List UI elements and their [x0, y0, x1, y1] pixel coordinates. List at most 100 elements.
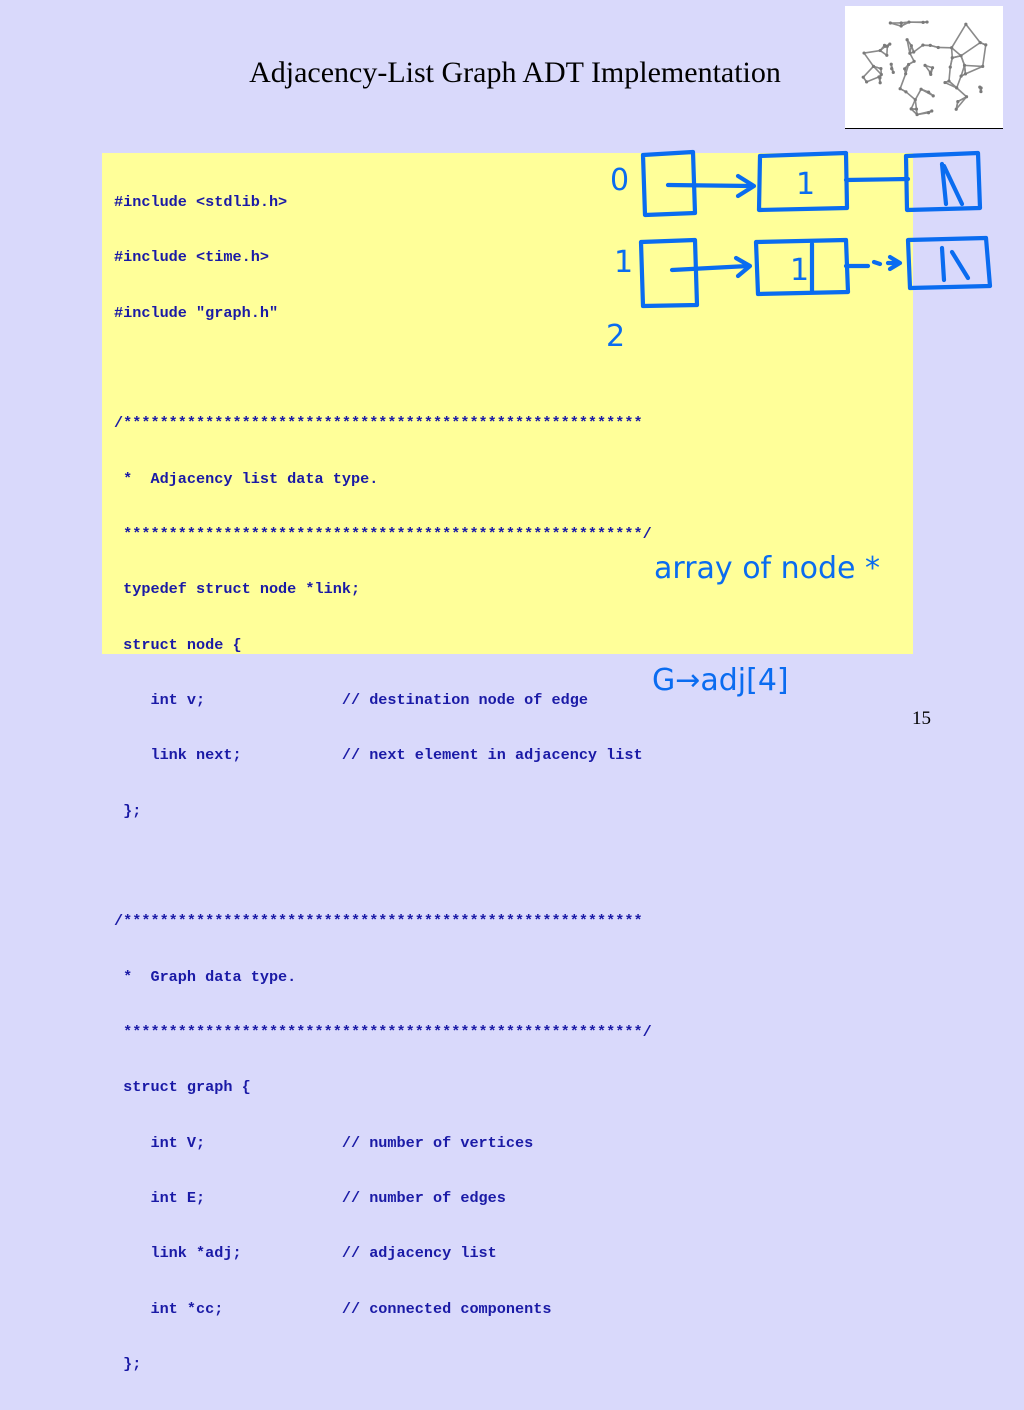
code-line	[114, 857, 652, 875]
logo-edge	[961, 43, 980, 56]
logo-node	[879, 49, 882, 52]
logo-node	[965, 95, 968, 98]
logo-node	[883, 44, 886, 47]
logo-node	[878, 76, 881, 79]
logo-edge	[915, 89, 921, 100]
code-line: #include "graph.h"	[114, 304, 652, 322]
code-line	[114, 359, 652, 377]
code-line: /***************************************…	[114, 414, 652, 432]
logo-node	[927, 111, 930, 114]
logo-edge	[864, 53, 873, 66]
logo-node	[932, 94, 935, 97]
logo-node	[862, 51, 865, 54]
logo-node	[929, 44, 932, 47]
code-line: link next; // next element in adjacency …	[114, 746, 652, 764]
note-g-adj: G→adj[4]	[652, 663, 789, 698]
logo-edge	[863, 66, 873, 77]
code-line: link *adj; // adjacency list	[114, 1244, 652, 1262]
logo-node	[900, 24, 903, 27]
code-line: int V; // number of vertices	[114, 1134, 652, 1152]
code-line: struct node {	[114, 636, 652, 654]
code-block: #include <stdlib.h> #include <time.h> #i…	[114, 156, 652, 1410]
logo-edge	[864, 51, 880, 53]
logo-node	[912, 50, 915, 53]
logo-node	[979, 90, 982, 93]
code-line: /***************************************…	[114, 912, 652, 930]
logo-node	[943, 81, 946, 84]
logo-node	[919, 88, 922, 91]
logo-node	[979, 86, 982, 89]
logo-node	[949, 66, 952, 69]
code-line: };	[114, 1355, 652, 1373]
logo-node	[879, 67, 882, 70]
logo-divider	[845, 128, 1003, 129]
logo-node	[950, 46, 953, 49]
logo-node	[925, 20, 928, 23]
logo-node	[964, 72, 967, 75]
slide-title: Adjacency-List Graph ADT Implementation	[130, 56, 900, 90]
code-box: #include <stdlib.h> #include <time.h> #i…	[102, 153, 913, 654]
logo-node	[964, 23, 967, 26]
code-line: };	[114, 802, 652, 820]
logo-node	[899, 87, 902, 90]
logo-edge	[952, 24, 966, 48]
logo-node	[872, 65, 875, 68]
code-line: ****************************************…	[114, 525, 652, 543]
logo-edge	[914, 45, 923, 52]
logo-node	[907, 21, 910, 24]
logo-node	[915, 113, 918, 116]
null-mark-1	[942, 248, 968, 280]
logo-node	[955, 108, 958, 111]
logo-node	[906, 38, 909, 41]
logo-node	[931, 66, 934, 69]
logo-node	[955, 86, 958, 89]
logo-edge	[965, 66, 982, 73]
code-line: * Graph data type.	[114, 968, 652, 986]
logo-node	[885, 54, 888, 57]
logo-node	[937, 46, 940, 49]
logo-edge	[900, 74, 906, 89]
logo-node	[890, 63, 893, 66]
logo-node	[907, 63, 910, 66]
logo-node	[862, 76, 865, 79]
logo-edge	[957, 88, 967, 97]
code-line: int v; // destination node of edge	[114, 691, 652, 709]
page-number: 15	[912, 708, 931, 730]
logo-node	[889, 21, 892, 24]
logo-node	[879, 81, 882, 84]
code-line: * Adjacency list data type.	[114, 470, 652, 488]
logo-node	[892, 71, 895, 74]
logo-node	[959, 54, 962, 57]
logo-node	[981, 65, 984, 68]
logo-node	[903, 67, 906, 70]
logo-edge	[957, 76, 961, 88]
logo-node	[929, 71, 932, 74]
code-line: int E; // number of edges	[114, 1189, 652, 1207]
code-line: ****************************************…	[114, 1023, 652, 1041]
code-line: int *cc; // connected components	[114, 1300, 652, 1318]
code-line: #include <time.h>	[114, 248, 652, 266]
logo-edge	[966, 24, 980, 42]
logo-node	[908, 52, 911, 55]
logo-edge	[965, 65, 983, 66]
logo-node	[947, 79, 950, 82]
logo-node	[963, 64, 966, 67]
null-mark-0	[942, 164, 962, 204]
logo-node	[880, 73, 883, 76]
logo-node	[913, 60, 916, 63]
logo-node	[865, 80, 868, 83]
logo-edge	[983, 45, 986, 67]
logo-node	[904, 72, 907, 75]
logo-edge	[867, 77, 879, 82]
logo-node	[888, 43, 891, 46]
logo-node	[890, 67, 893, 70]
logo-node	[984, 43, 987, 46]
code-line: #include <stdlib.h>	[114, 193, 652, 211]
logo-node	[900, 21, 903, 24]
logo-node	[922, 21, 925, 24]
logo-node	[910, 107, 913, 110]
logo-node	[904, 90, 907, 93]
code-line: struct graph {	[114, 1078, 652, 1096]
logo-edge	[949, 67, 950, 81]
logo-node	[915, 108, 918, 111]
